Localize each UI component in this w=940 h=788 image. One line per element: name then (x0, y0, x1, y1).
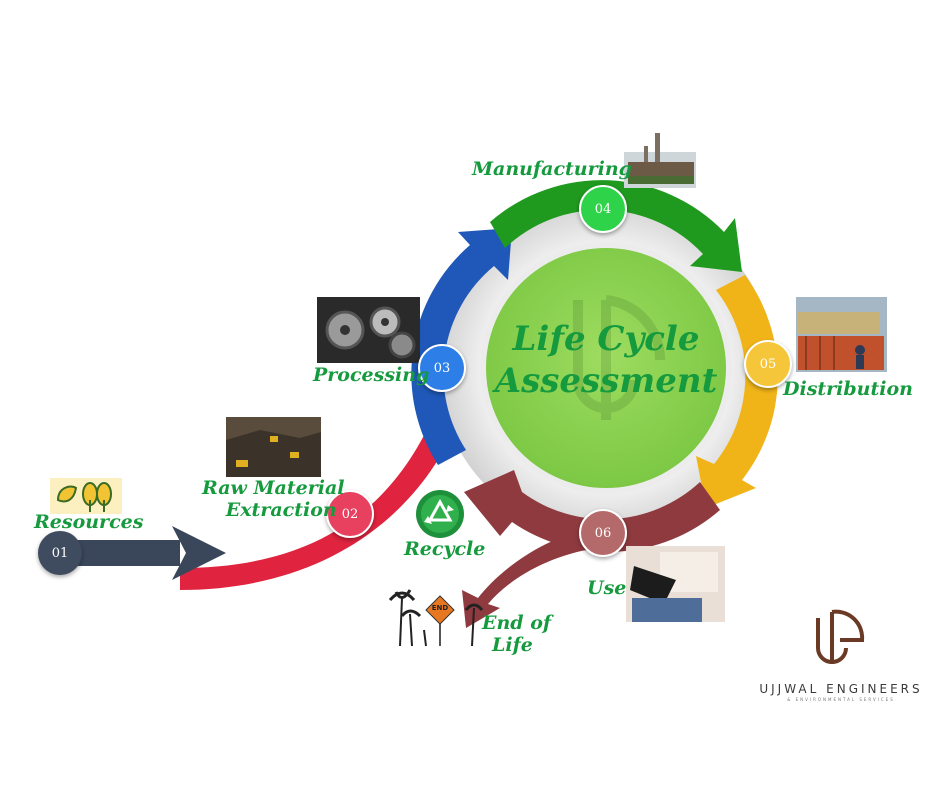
label-recycle: Recycle (404, 538, 486, 560)
label-raw-material-line1: Raw Material (202, 477, 345, 499)
center-title-line1: Life Cycle (512, 319, 700, 359)
brand-logo-mark (816, 609, 865, 664)
end-sign-text: END (431, 604, 449, 612)
label-end-of-life-line1: End of (482, 612, 552, 634)
step-badge-01: 01 (38, 531, 82, 575)
label-resources: Resources (34, 511, 144, 533)
label-end-of-life-line2: Life (492, 634, 533, 656)
step-badge-04: 04 (579, 185, 627, 233)
label-raw-material-line2: Extraction (225, 499, 337, 521)
end-of-life-palms-icon (388, 589, 484, 647)
step-badge-03: 03 (418, 344, 466, 392)
center-title-line2: Assessment (494, 361, 718, 401)
resources-trees-icon (50, 478, 122, 514)
blue-cycle-arrow (411, 228, 512, 465)
end-of-life-arrow (462, 528, 596, 628)
gears-photo-icon (317, 297, 420, 363)
factory-photo-icon (624, 133, 696, 188)
mining-photo-icon (226, 417, 321, 477)
yellow-cycle-arrow (696, 275, 778, 508)
brand-tagline: & ENVIRONMENTAL SERVICES (787, 697, 895, 702)
label-distribution: Distribution (783, 378, 913, 400)
brand-name: UJJWAL ENGINEERS (759, 682, 923, 696)
label-manufacturing: Manufacturing (472, 158, 632, 180)
maroon-cycle-arrow (464, 470, 720, 552)
label-raw-material-extraction: Raw Material Extraction (202, 477, 344, 521)
step-badge-05: 05 (744, 340, 792, 388)
label-processing: Processing (313, 364, 430, 386)
step-badge-02: 02 (326, 490, 374, 538)
center-disc (486, 248, 726, 488)
laptop-photo-icon (626, 546, 725, 622)
step-badge-06: 06 (579, 509, 627, 557)
containers-photo-icon (796, 297, 887, 372)
label-use: Use (587, 577, 627, 599)
label-end-of-life: End of Life (482, 612, 551, 656)
watermark-logo (573, 295, 666, 420)
end-sign-icon (425, 595, 455, 625)
center-title: Life Cycle Assessment (486, 318, 726, 402)
green-cycle-arrow (490, 180, 742, 272)
recycle-icon (416, 490, 464, 538)
